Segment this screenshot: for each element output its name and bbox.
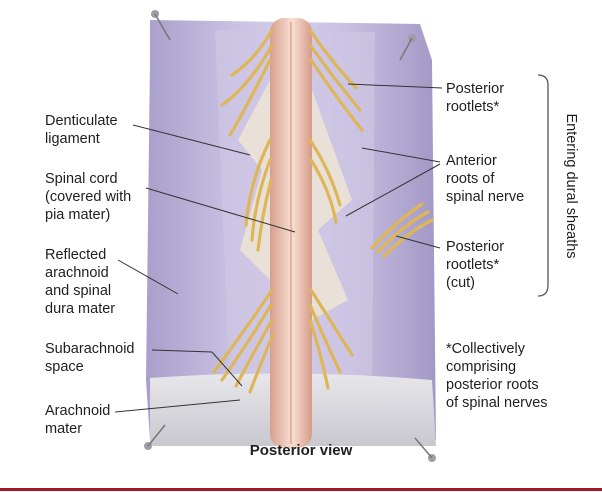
entering-dural-sheaths-bracket <box>537 74 549 297</box>
label-arachnoid-mater: Arachnoid mater <box>45 403 111 437</box>
pin-icons <box>144 10 436 462</box>
label-spinal-cord: Spinal cord (covered with pia mater) <box>45 171 132 223</box>
label-reflected-arachnoid: Reflected arachnoid and spinal dura mate… <box>45 247 116 317</box>
label-denticulate-ligament: Denticulate ligament <box>45 113 118 147</box>
posterior-rootlets-right <box>308 28 364 390</box>
label-posterior-rootlets: Posterior rootlets* <box>446 81 505 115</box>
label-entering-dural-sheaths: Entering dural sheaths <box>561 96 581 276</box>
label-subarachnoid-space: Subarachnoid space <box>45 341 135 375</box>
bracket-text: Entering dural sheaths <box>563 113 579 259</box>
label-posterior-rootlets-cut: Posterior rootlets* (cut) <box>446 239 505 291</box>
posterior-rootlets-cut <box>370 202 434 258</box>
label-footnote: *Collectively comprising posterior roots… <box>446 341 548 411</box>
caption: Posterior view <box>249 442 353 459</box>
accent-stripe <box>0 488 602 491</box>
label-anterior-roots: Anterior roots of spinal nerve <box>446 153 525 205</box>
leader-lines <box>114 83 443 413</box>
posterior-rootlets-left <box>212 28 275 394</box>
